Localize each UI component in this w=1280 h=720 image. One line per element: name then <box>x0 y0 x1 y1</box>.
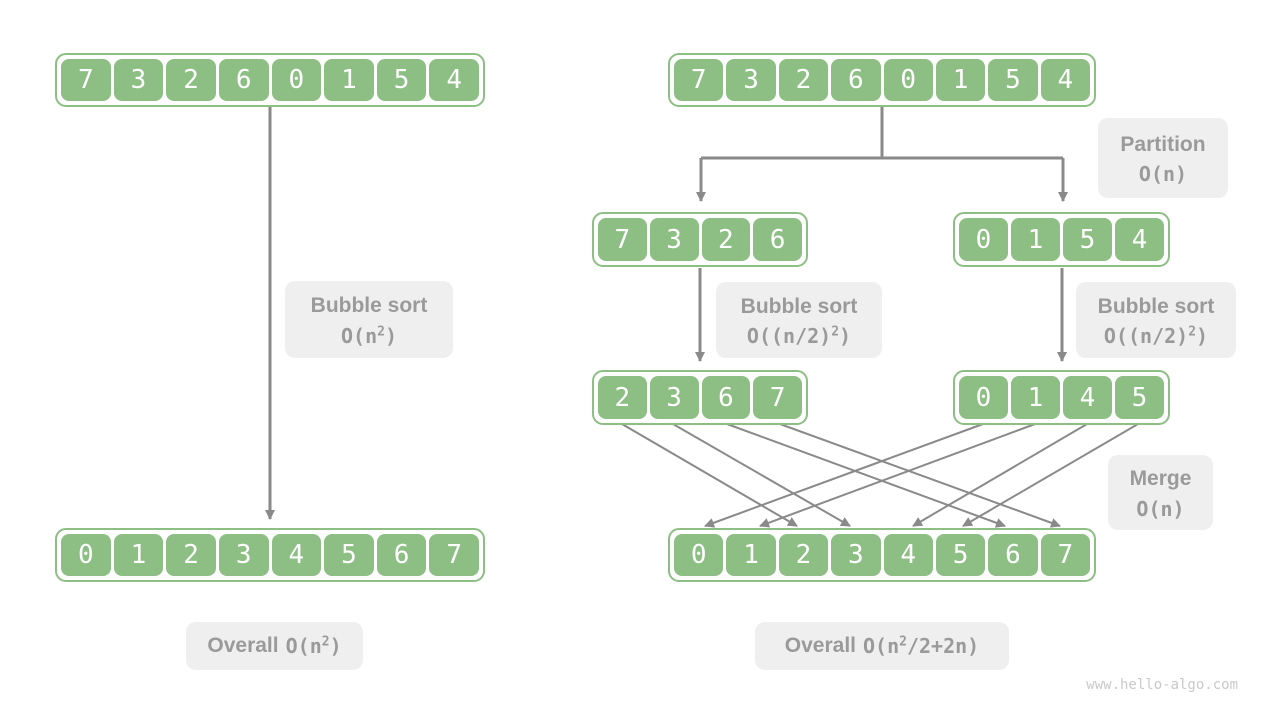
array-cell: 1 <box>324 59 374 101</box>
array-cell: 2 <box>778 59 829 101</box>
array-cell: 5 <box>376 59 427 101</box>
arrow-merge-3 <box>672 423 851 527</box>
array-cell: 6 <box>753 218 802 261</box>
arrow-merge-1 <box>759 423 1036 528</box>
array-cell: 0 <box>674 534 724 576</box>
array-half-right: 0 1 5 4 <box>953 212 1170 267</box>
array-cell: 3 <box>649 376 699 419</box>
array-cell: 6 <box>376 534 427 576</box>
label-merge: Merge O(n) <box>1108 455 1213 530</box>
label-complexity: O(n2) <box>285 634 342 658</box>
array-cell: 4 <box>429 59 479 101</box>
array-cell: 0 <box>959 218 1008 261</box>
array-cell: 5 <box>1115 376 1164 419</box>
array-cell: 4 <box>883 534 933 576</box>
array-cell: 2 <box>166 534 216 576</box>
array-cell: 2 <box>166 59 216 101</box>
label-bubble-sort-half-left: Bubble sort O((n/2)2) <box>716 282 882 358</box>
label-complexity: O(n) <box>1136 496 1185 521</box>
array-cell: 5 <box>935 534 986 576</box>
array-cell: 6 <box>831 59 881 101</box>
arrow-merge-2 <box>621 423 798 527</box>
array-cell: 1 <box>1011 218 1060 261</box>
label-overall-left: Overall O(n2) <box>186 622 363 670</box>
arrow-merge-7 <box>779 423 1061 528</box>
array-cell: 1 <box>935 59 986 101</box>
label-overall-right: Overall O(n2/2+2n) <box>755 622 1009 670</box>
array-cell: 2 <box>598 376 647 419</box>
array-cell: 7 <box>61 59 111 101</box>
label-complexity: O((n/2)2) <box>746 324 852 349</box>
label-title: Overall <box>207 633 279 657</box>
array-cell: 5 <box>324 534 374 576</box>
array-cell: 7 <box>753 376 802 419</box>
label-bubble-sort-left: Bubble sort O(n2) <box>285 281 453 358</box>
array-cell: 4 <box>1040 59 1090 101</box>
array-cell: 4 <box>1115 218 1164 261</box>
array-cell: 5 <box>988 59 1038 101</box>
array-cell: 7 <box>1040 534 1090 576</box>
arrow-merge-0 <box>704 423 984 528</box>
array-cell: 3 <box>831 534 881 576</box>
arrow-merge-4 <box>912 423 1088 527</box>
array-left-input: 7 3 2 6 0 1 5 4 <box>55 53 485 107</box>
array-cell: 7 <box>674 59 724 101</box>
label-title: Merge <box>1129 467 1192 491</box>
array-sorted-half-left: 2 3 6 7 <box>592 370 808 425</box>
array-cell: 3 <box>649 218 699 261</box>
array-cell: 6 <box>701 376 751 419</box>
array-cell: 7 <box>429 534 479 576</box>
label-partition: Partition O(n) <box>1098 118 1228 198</box>
watermark: www.hello-algo.com <box>1086 677 1238 693</box>
array-half-left: 7 3 2 6 <box>592 212 808 267</box>
array-cell: 5 <box>1063 218 1112 261</box>
array-right-input: 7 3 2 6 0 1 5 4 <box>668 53 1096 107</box>
label-bubble-sort-half-right: Bubble sort O((n/2)2) <box>1076 282 1236 358</box>
array-cell: 1 <box>113 534 164 576</box>
array-cell: 2 <box>701 218 751 261</box>
array-cell: 3 <box>218 534 269 576</box>
label-title: Bubble sort <box>310 294 428 318</box>
array-cell: 3 <box>726 59 776 101</box>
label-title: Bubble sort <box>740 294 858 318</box>
array-cell: 7 <box>598 218 647 261</box>
array-cell: 0 <box>271 59 322 101</box>
array-sorted-half-right: 0 1 4 5 <box>953 370 1170 425</box>
label-complexity: O((n/2)2) <box>1103 324 1209 349</box>
label-title: Bubble sort <box>1097 294 1215 318</box>
array-cell: 0 <box>959 376 1008 419</box>
array-cell: 4 <box>1063 376 1112 419</box>
label-title: Overall <box>784 633 856 657</box>
array-cell: 0 <box>883 59 933 101</box>
array-merged: 0 1 2 3 4 5 6 7 <box>668 528 1096 582</box>
label-complexity: O(n2) <box>341 323 397 348</box>
array-cell: 1 <box>1011 376 1060 419</box>
array-cell: 1 <box>726 534 776 576</box>
label-complexity: O(n) <box>1138 162 1188 187</box>
array-cell: 6 <box>218 59 269 101</box>
label-complexity: O(n2/2+2n) <box>863 634 980 658</box>
label-title: Partition <box>1120 132 1206 156</box>
array-cell: 3 <box>113 59 164 101</box>
array-cell: 6 <box>988 534 1038 576</box>
array-cell: 2 <box>778 534 829 576</box>
array-left-sorted: 0 1 2 3 4 5 6 7 <box>55 528 485 582</box>
array-cell: 4 <box>271 534 322 576</box>
arrow-merge-6 <box>726 423 1006 528</box>
array-cell: 0 <box>61 534 111 576</box>
